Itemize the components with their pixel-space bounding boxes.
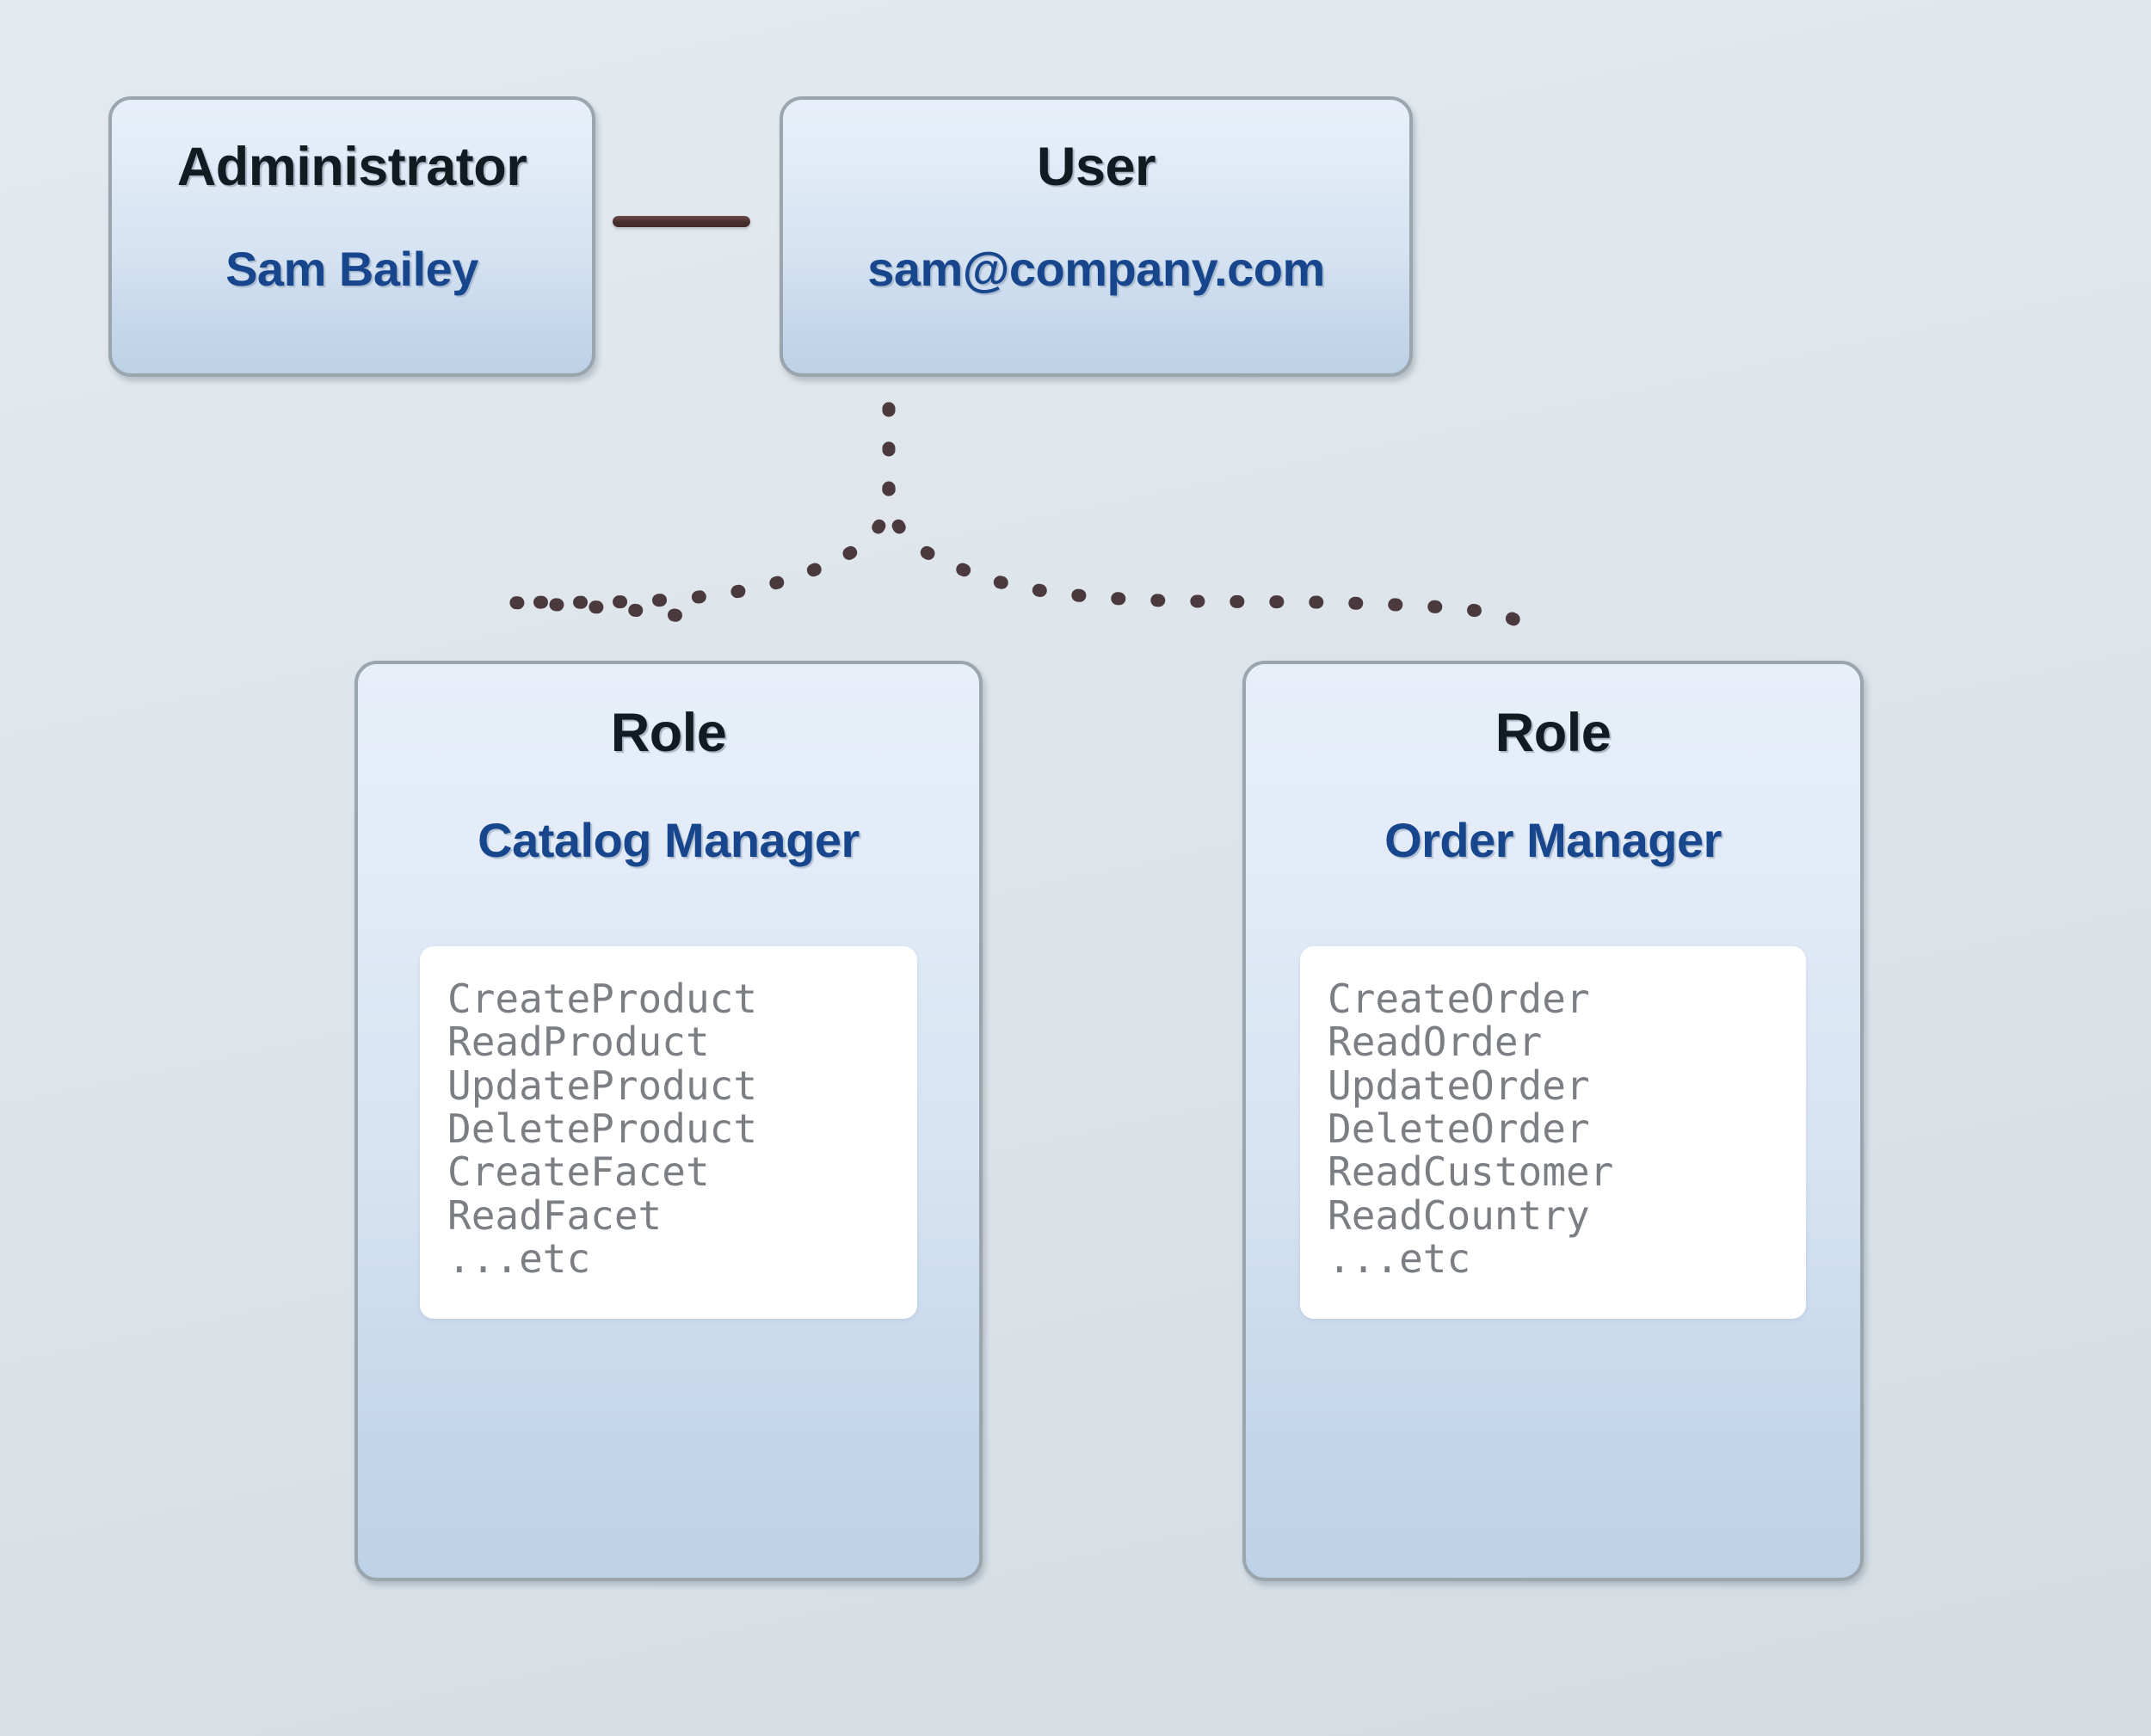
role-catalog-name-value: Catalog Manager — [478, 813, 860, 867]
permission-item: DeleteOrder — [1328, 1105, 1590, 1153]
permission-item: CreateFacet — [447, 1148, 710, 1196]
permission-item: UpdateProduct — [447, 1062, 758, 1109]
permission-item: ReadOrder — [1328, 1019, 1543, 1066]
role-node-order-manager[interactable]: Role Order Manager CreateOrder ReadOrder… — [1242, 661, 1864, 1581]
role-order-permission-panel: CreateOrder ReadOrder UpdateOrder Delete… — [1300, 946, 1806, 1319]
permission-item: ReadFacet — [447, 1191, 663, 1239]
permission-item: ReadCountry — [1328, 1191, 1590, 1239]
permission-item: ReadCustomer — [1328, 1148, 1614, 1196]
permission-item: CreateProduct — [447, 976, 758, 1022]
role-catalog-permission-panel: CreateProduct ReadProduct UpdateProduct … — [420, 946, 917, 1319]
permission-item: ReadProduct — [447, 1019, 710, 1066]
permission-item: ...etc — [1328, 1235, 1471, 1283]
user-email-value: sam@company.com — [867, 242, 1325, 296]
user-type-label: User — [1036, 137, 1156, 197]
role-node-catalog-manager[interactable]: Role Catalog Manager CreateProduct ReadP… — [354, 661, 983, 1581]
role-order-name-value: Order Manager — [1384, 813, 1722, 867]
permission-item: DeleteProduct — [447, 1105, 758, 1153]
permission-item: UpdateOrder — [1328, 1062, 1590, 1109]
role-order-type-label: Role — [1495, 703, 1612, 763]
administrator-user-link — [613, 216, 750, 227]
role-catalog-type-label: Role — [610, 703, 727, 763]
permission-item: ...etc — [447, 1235, 591, 1283]
permission-item: CreateOrder — [1328, 976, 1590, 1022]
administrator-type-label: Administrator — [176, 137, 527, 197]
administrator-name-value: Sam Bailey — [225, 242, 478, 296]
user-node[interactable]: User sam@company.com — [780, 96, 1413, 377]
administrator-node[interactable]: Administrator Sam Bailey — [108, 96, 595, 377]
